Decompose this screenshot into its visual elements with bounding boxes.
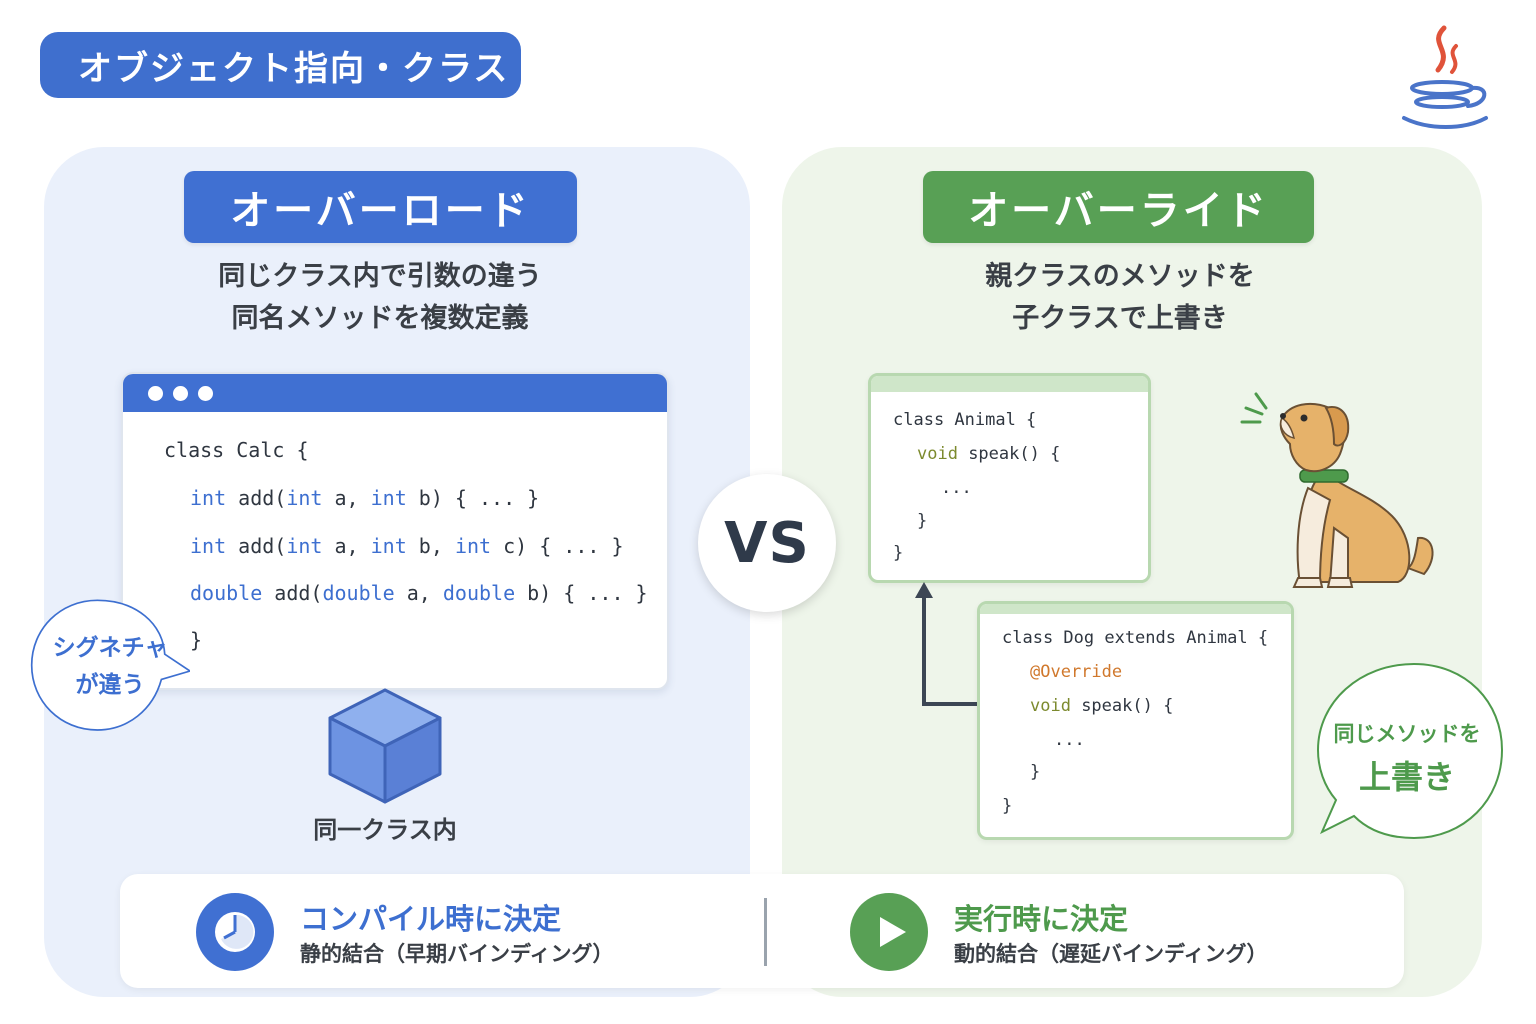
bubble-line: が違う: [75, 672, 145, 698]
arrow-up-icon: [915, 582, 978, 706]
overload-desc-line1: 同じクラス内で引数の違う: [218, 261, 542, 292]
code-line: @Override: [1030, 662, 1123, 682]
override-desc-line1: 親クラスのメソッドを: [985, 261, 1255, 292]
code-line: int add(int a, int b) { ... }: [190, 486, 540, 510]
speech-bubble-icon: [1316, 662, 1504, 840]
topic-badge: オブジェクト指向・クラス: [40, 32, 521, 98]
override-description: 親クラスのメソッドを 子クラスで上書き: [900, 256, 1340, 340]
code-line: class Dog extends Animal {: [1002, 628, 1269, 648]
dog-icon: [1240, 392, 1434, 588]
same-class-label: 同一クラス内: [313, 816, 457, 844]
override-bubble-line2: 上書き: [1358, 758, 1455, 796]
runtime-title: 実行時に決定: [954, 902, 1129, 936]
code-line: void speak() {: [917, 444, 1061, 464]
overload-heading: オーバーロード: [184, 171, 577, 243]
speech-bubble-icon: [30, 599, 190, 731]
java-logo-icon: [1402, 25, 1488, 129]
code-line: class Calc {: [164, 438, 309, 462]
window-dot: [173, 386, 188, 401]
bubble-line: シグネチャ: [52, 635, 168, 661]
vs-badge: VS: [698, 474, 836, 612]
overload-desc-line2: 同名メソッドを複数定義: [231, 303, 529, 334]
topic-title: オブジェクト指向・クラス: [78, 48, 510, 89]
override-bubble-line1: 同じメソッドを: [1333, 722, 1481, 746]
play-icon: [850, 893, 928, 971]
cube-icon: [328, 688, 442, 804]
code-line: }: [893, 543, 904, 563]
code-line: }: [190, 628, 203, 652]
overload-description: 同じクラス内で引数の違う 同名メソッドを複数定義: [160, 256, 600, 340]
dynamic-binding-subtitle: 動的結合（遅延バインディング）: [954, 942, 1268, 966]
code-line: ...: [1054, 730, 1085, 750]
code-window-titlebar: [123, 374, 667, 412]
window-dot: [198, 386, 213, 401]
card-topbar: [871, 376, 1148, 392]
clock-icon: [196, 893, 274, 971]
override-heading: オーバーライド: [923, 171, 1314, 243]
animal-class-card: class Animal { void speak() { ... } }: [868, 373, 1151, 583]
divider: [764, 898, 767, 966]
code-line: }: [1002, 796, 1013, 816]
static-binding-subtitle: 静的結合（早期バインディング）: [300, 942, 614, 966]
code-line: }: [1030, 762, 1041, 782]
code-line: int add(int a, int b, int c) { ... }: [190, 534, 624, 558]
code-line: double add(double a, double b) { ... }: [190, 581, 648, 605]
code-line: void speak() {: [1030, 696, 1174, 716]
window-dot: [148, 386, 163, 401]
dog-class-card: class Dog extends Animal { @Override voi…: [977, 601, 1294, 840]
binding-summary-bar: [120, 874, 1404, 988]
code-line: }: [917, 511, 928, 531]
signature-bubble-text: シグネチャ が違う: [40, 630, 180, 704]
overload-code-window: class Calc { int add(int a, int b) { ...…: [121, 372, 669, 690]
card-topbar: [980, 604, 1291, 614]
code-line: class Animal {: [893, 410, 1037, 430]
compile-time-title: コンパイル時に決定: [300, 902, 562, 936]
code-line: ...: [941, 478, 972, 498]
override-desc-line2: 子クラスで上書き: [1012, 303, 1228, 334]
